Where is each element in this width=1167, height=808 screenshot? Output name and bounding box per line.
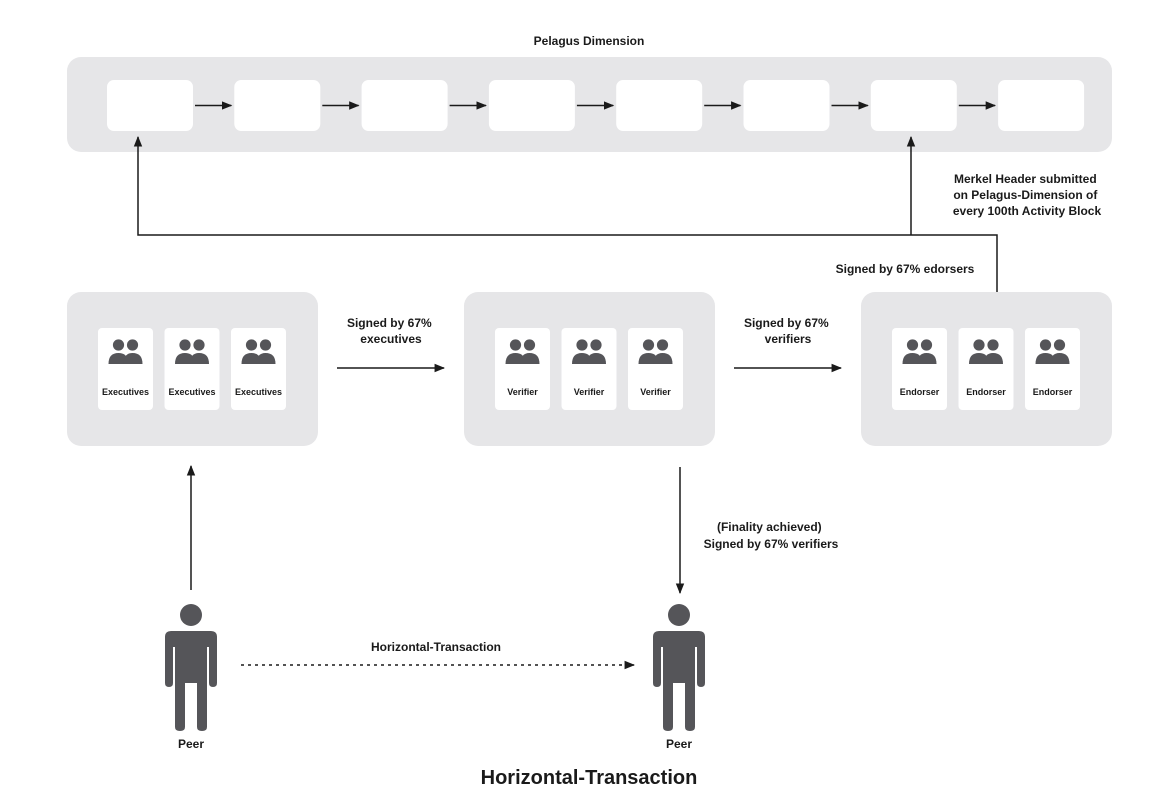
merkel-note-line2: on Pelagus-Dimension of — [953, 188, 1098, 202]
chain-block — [234, 80, 321, 131]
left-peer-icon — [165, 604, 217, 731]
chain-block — [870, 80, 957, 131]
member-label: Executives — [102, 387, 149, 397]
member-card-bg — [1025, 328, 1080, 410]
executives-to-verifiers-label-line1: Signed by 67% — [347, 316, 432, 330]
member-card: Verifier — [628, 328, 683, 410]
chain-block — [743, 80, 830, 131]
group-panel-executives: Executives Executives Executives — [67, 292, 318, 446]
member-card: Executives — [164, 328, 220, 410]
finality-label-line1: (Finality achieved) — [717, 520, 822, 534]
verifiers-to-endorsers-label: Signed by 67% verifiers — [744, 316, 832, 346]
member-card-bg — [495, 328, 550, 410]
chain-title: Pelagus Dimension — [534, 34, 645, 48]
right-peer-icon — [653, 604, 705, 731]
member-label: Executives — [235, 387, 282, 397]
executives-to-verifiers-label: Signed by 67% executives — [347, 316, 435, 346]
member-card-bg — [958, 328, 1014, 410]
member-label: Verifier — [640, 387, 671, 397]
group-panel-verifiers: Verifier Verifier Verifier — [464, 292, 715, 446]
chain-panel — [67, 57, 1112, 152]
chain-block — [361, 80, 448, 131]
member-card: Executives — [98, 328, 153, 410]
verifiers-to-endorsers-label-line1: Signed by 67% — [744, 316, 829, 330]
member-card-bg — [892, 328, 947, 410]
member-card-bg — [231, 328, 286, 410]
merkel-note-line1: Merkel Header submitted — [954, 172, 1097, 186]
chain-block — [488, 80, 575, 131]
right-peer-label: Peer — [666, 737, 692, 751]
merkel-note: Merkel Header submitted on Pelagus-Dimen… — [953, 172, 1102, 218]
member-label: Executives — [168, 387, 215, 397]
left-peer-label: Peer — [178, 737, 204, 751]
member-card-bg — [164, 328, 220, 410]
member-card-bg — [628, 328, 683, 410]
member-card: Endorser — [958, 328, 1014, 410]
member-card-bg — [561, 328, 617, 410]
diagram-caption: Horizontal-Transaction — [481, 767, 698, 789]
horizontal-transaction-label: Horizontal-Transaction — [371, 640, 501, 654]
merkel-note-line3: every 100th Activity Block — [953, 204, 1102, 218]
finality-label-line2: Signed by 67% verifiers — [704, 537, 839, 551]
member-card-bg — [98, 328, 153, 410]
member-card: Executives — [231, 328, 286, 410]
member-label: Endorser — [1033, 387, 1073, 397]
member-label: Verifier — [574, 387, 605, 397]
member-label: Endorser — [900, 387, 940, 397]
member-card: Verifier — [495, 328, 550, 410]
member-card: Endorser — [892, 328, 947, 410]
executives-to-verifiers-label-line2: executives — [360, 332, 422, 346]
chain-block — [616, 80, 703, 131]
chain-block — [998, 80, 1085, 131]
verifiers-to-endorsers-label-line2: verifiers — [765, 332, 812, 346]
member-label: Endorser — [966, 387, 1006, 397]
member-label: Verifier — [507, 387, 538, 397]
finality-label: (Finality achieved) Signed by 67% verifi… — [704, 520, 839, 551]
chain-block — [107, 80, 193, 131]
chain-blocks — [107, 80, 1085, 131]
group-panel-endorsers: Endorser Endorser Endorser — [861, 292, 1112, 446]
endorser-note: Signed by 67% edorsers — [836, 262, 975, 276]
member-card: Endorser — [1025, 328, 1080, 410]
merkel-feedback-line — [133, 135, 998, 292]
member-card: Verifier — [561, 328, 617, 410]
